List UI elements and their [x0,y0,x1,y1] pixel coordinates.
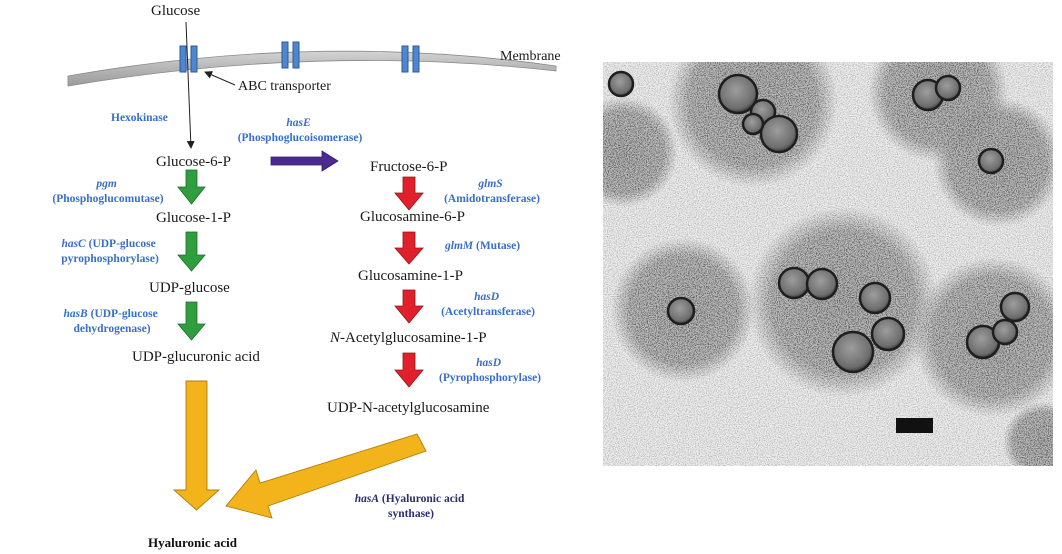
n-acetylglucosamine-1-p-label: N-Acetylglucosamine-1-P [329,330,487,346]
glucosamine-1-p-label: Glucosamine-1-P [358,268,463,284]
green-arrow-1 [177,169,206,205]
udp-glucose-label: UDP-glucose [149,280,230,296]
glucose-entry-arrow [185,21,195,149]
fructose-6-p-label: Fructose-6-P [370,159,448,175]
transporter-label: ABC transporter [238,79,331,94]
hexokinase-label: Hexokinase [111,112,168,124]
membrane-shape [67,50,557,87]
hasA-enzyme-label: hasA (Hyaluronic acid synthase) [355,493,468,520]
hasD-acetyltransferase-label: hasD (Acetyltransferase) [441,291,535,318]
udp-n-acetylglucosamine-label: UDP-N-acetylglucosamine [327,400,490,416]
yellow-arrow-right [225,433,427,519]
yellow-arrow-left [172,380,221,511]
transporter-icon [281,41,300,69]
pgm-enzyme-label: pgm (Phosphoglucomutase) [52,178,163,205]
udp-glucuronic-acid-label: UDP-glucuronic acid [132,349,260,365]
green-arrow-2 [177,231,206,272]
glucose-1-p-label: Glucose-1-P [156,210,231,226]
glucose-6-p-label: Glucose-6-P [156,154,231,170]
scale-bar [896,418,933,433]
glmS-enzyme-label: glmS (Amidotransferase) [444,178,540,205]
transporter-pointer-arrow [204,71,236,86]
red-arrow-1 [394,176,424,211]
red-arrow-2 [394,231,424,265]
bacteria-capsule-micrograph-icon [603,62,1053,466]
hasD-pyrophosphorylase-label: hasD (Pyrophosphorylase) [439,357,541,384]
glmM-enzyme-label: glmM (Mutase) [444,240,520,252]
green-arrow-3 [177,301,206,341]
hasE-enzyme-label: hasE (Phosphoglucoisomerase) [238,117,363,144]
transporter-icon [401,45,420,73]
membrane-label: Membrane [500,49,561,64]
hyaluronic-acid-label: Hyaluronic acid [148,535,238,550]
hyaluronic-acid-pathway-diagram: Membrane Glucose ABC transporter Hexokin… [52,3,561,550]
hasC-enzyme-label: hasC (UDP-glucose pyrophosphorylase) [61,238,159,265]
red-arrow-3 [394,289,424,324]
red-arrow-4 [394,352,424,388]
glucose-label: Glucose [151,3,200,19]
hasB-enzyme-label: hasB (UDP-glucose dehydrogenase) [63,308,160,335]
glucosamine-6-p-label: Glucosamine-6-P [360,209,465,225]
purple-arrow [270,150,339,172]
transporter-icon [179,45,198,73]
